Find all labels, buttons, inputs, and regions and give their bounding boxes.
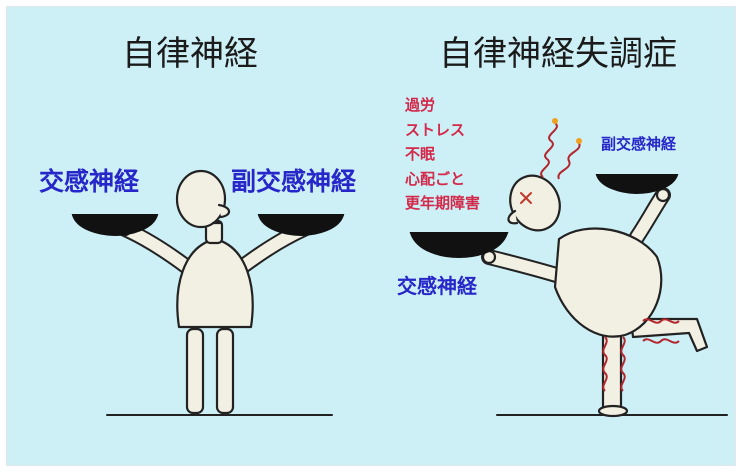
bowl-sympathetic-right: [409, 232, 509, 259]
leg-left: [185, 327, 205, 415]
figures-drawing: [71, 118, 728, 418]
label-sympathetic-left: 交感神経: [39, 167, 140, 196]
title-autonomic-nerves: 自律神経: [122, 34, 258, 74]
label-sympathetic-right: 交感神経: [397, 274, 477, 298]
leg-right: [215, 327, 235, 415]
dizzy-eye: [520, 192, 532, 204]
bowl-parasympathetic-right: [595, 174, 679, 195]
bowl-parasympathetic-left: [257, 214, 345, 237]
stress-spark: [576, 138, 582, 144]
cause-item: 不眠: [405, 145, 436, 163]
illustration-canvas: 自律神経 自律神経失調症 交感神経 副交感神経 過労 ストレス 不眠 心配ごと …: [6, 6, 736, 466]
causes-list: 過労 ストレス 不眠 心配ごと 更年期障害: [405, 93, 480, 216]
hand-up: [655, 187, 671, 203]
cause-item: ストレス: [405, 120, 466, 139]
stress-squiggles: [540, 122, 680, 392]
label-parasympathetic-left: 副交感神経: [231, 167, 357, 196]
body: [176, 237, 254, 329]
raised-leg: [629, 317, 709, 353]
tilted-body: [553, 227, 663, 338]
balanced-figure: [106, 169, 333, 416]
cause-item: 更年期障害: [405, 194, 481, 212]
cause-item: 心配ごと: [405, 169, 466, 188]
cause-item: 過労: [405, 96, 436, 114]
head: [175, 169, 227, 229]
label-parasympathetic-right: 副交感神経: [601, 135, 677, 153]
bowl-sympathetic-left: [71, 214, 159, 237]
stress-spark: [552, 118, 558, 124]
nose: [217, 203, 231, 219]
tilted-nose: [507, 209, 519, 225]
unbalanced-figure: [481, 174, 728, 418]
title-autonomic-disorder: 自律神経失調症: [439, 34, 677, 74]
foot: [597, 404, 629, 418]
arm-left-fill: [119, 223, 193, 273]
